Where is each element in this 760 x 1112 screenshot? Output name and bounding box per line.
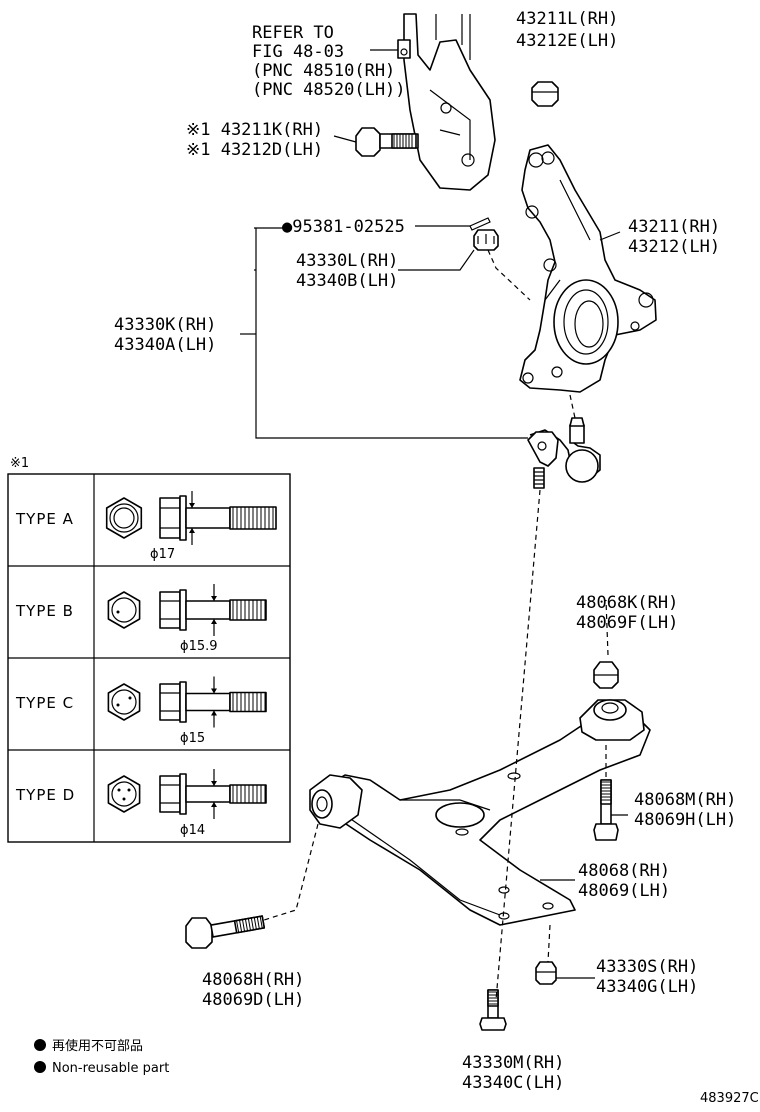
non-reusable-dot-icon <box>34 1061 46 1073</box>
lower-ball-joint <box>527 417 601 489</box>
strut-ref-line1: REFER TO <box>252 23 334 43</box>
label-ball-joint-nut-rh: 43330S(RH) <box>596 957 698 977</box>
dashed-guides <box>263 249 609 1001</box>
leader-lines <box>240 49 628 979</box>
legend-text-jp: 再使用不可部品 <box>52 1038 143 1054</box>
figure-id: 483927C <box>700 1091 759 1106</box>
strut-ref-line2: FIG 48-03 <box>252 42 344 62</box>
label-nut-top-lh: 43212E(LH) <box>516 31 618 51</box>
type-row-diameter: ϕ17 <box>150 547 175 562</box>
strut-ref-line4: (PNC 48520(LH)) <box>252 80 406 100</box>
non-reusable-dot-icon <box>34 1039 46 1051</box>
arm-rear-bolt <box>593 779 619 841</box>
legend-text-en: Non-reusable part <box>52 1061 169 1076</box>
label-knuckle-rh: 43211(RH) <box>628 217 720 237</box>
label-ball-joint-bolt-lh: 43340C(LH) <box>462 1073 564 1093</box>
type-row-diameter: ϕ15.9 <box>180 639 218 654</box>
type-row-label: TYPE C <box>15 694 74 712</box>
label-arm-rear-bolt-rh: 48068M(RH) <box>634 790 736 810</box>
label-arm-nut-rh: 48068K(RH) <box>576 593 678 613</box>
label-arm-front-bolt-rh: 48068H(RH) <box>202 970 304 990</box>
arm-front-bolt <box>185 915 266 949</box>
label-ball-joint-lh: 43340A(LH) <box>114 335 216 355</box>
label-arm-rear-bolt-lh: 48069H(LH) <box>634 810 736 830</box>
label-bolt-strut-rh: ※1 43211K(RH) <box>186 120 323 140</box>
label-arm-front-bolt-lh: 48069D(LH) <box>202 990 304 1010</box>
hub-bolt-side-icon <box>159 495 277 541</box>
strut-reference-label: REFER TO FIG 48-03 (PNC 48510(RH) (PNC 4… <box>252 23 406 100</box>
label-knuckle-lh: 43212(LH) <box>628 237 720 257</box>
strut-bolt <box>355 127 419 157</box>
type-row: TYPE B ϕ15.9 <box>15 584 267 654</box>
type-row-label: TYPE B <box>15 602 74 620</box>
type-row-diameter: ϕ15 <box>180 731 205 746</box>
hub-bolt-side-icon <box>159 681 267 723</box>
type-row: TYPE C ϕ15 <box>15 676 267 746</box>
label-bolt-strut-lh: ※1 43212D(LH) <box>186 140 323 160</box>
castle-nut <box>473 229 499 251</box>
type-row-label: TYPE A <box>15 510 74 528</box>
label-nut-top-rh: 43211L(RH) <box>516 9 618 29</box>
hub-bolt-side-icon <box>159 773 267 815</box>
top-nut <box>531 81 559 107</box>
label-lower-arm-rh: 48068(RH) <box>578 861 670 881</box>
cotter-pin <box>469 217 491 231</box>
hub-bolt-front-icon <box>105 497 143 539</box>
type-table-note-mark: ※1 <box>10 456 29 471</box>
steering-knuckle <box>519 144 657 393</box>
legend: 再使用不可部品 Non-reusable part <box>34 1038 169 1076</box>
strut-ref-line3: (PNC 48510(RH) <box>252 61 395 81</box>
label-ball-joint-rh: 43330K(RH) <box>114 315 216 335</box>
type-row-diameter: ϕ14 <box>180 823 205 838</box>
arm-nut <box>593 661 619 689</box>
type-row: TYPE A ϕ17 <box>15 491 277 562</box>
label-ball-joint-bolt-rh: 43330M(RH) <box>462 1053 564 1073</box>
hub-bolt-side-icon <box>159 589 267 631</box>
ball-joint-nut <box>535 961 557 985</box>
ball-joint-bolt <box>479 989 507 1031</box>
type-row-label: TYPE D <box>15 786 75 804</box>
label-castle-nut-rh: 43330L(RH) <box>296 251 398 271</box>
label-ball-joint-nut-lh: 43340G(LH) <box>596 977 698 997</box>
strut-bracket <box>397 13 496 191</box>
label-castle-nut-lh: 43340B(LH) <box>296 271 398 291</box>
lower-control-arm <box>309 699 651 926</box>
label-cotter-pin: ●95381-02525 <box>282 217 405 237</box>
label-lower-arm-lh: 48069(LH) <box>578 881 670 901</box>
type-row: TYPE D ϕ14 <box>15 769 267 838</box>
label-arm-nut-lh: 48069F(LH) <box>576 613 678 633</box>
